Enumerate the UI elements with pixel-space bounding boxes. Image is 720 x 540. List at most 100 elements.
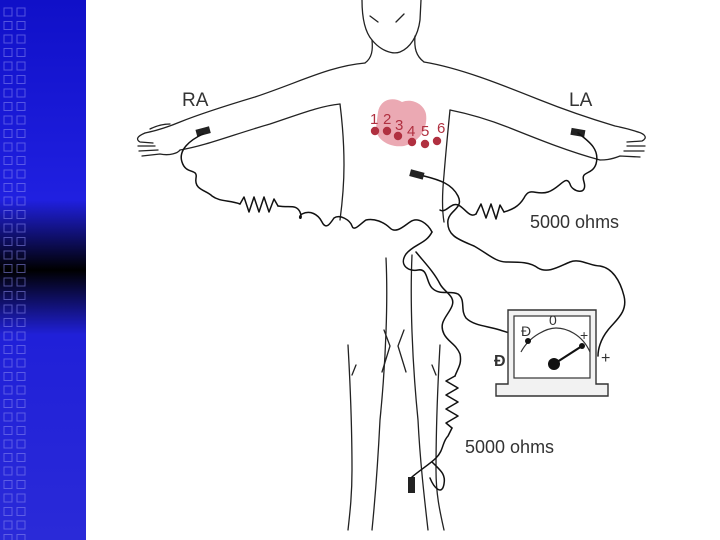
meter-pivot <box>548 358 560 370</box>
sidebar-square <box>3 75 13 84</box>
sidebar-square <box>3 345 13 354</box>
sidebar-square <box>3 169 13 179</box>
sidebar-square <box>16 7 26 17</box>
electrode-chest <box>409 169 425 180</box>
sidebar-square <box>16 480 26 489</box>
sidebar-square <box>16 88 26 98</box>
sidebar-square <box>16 399 26 408</box>
sidebar-square <box>16 331 26 341</box>
sidebar-square <box>16 142 26 152</box>
sidebar-square <box>16 493 26 503</box>
sidebar-square <box>3 318 13 327</box>
electrode-label: 4 <box>407 123 415 140</box>
sidebar-square <box>16 156 26 165</box>
sidebar-square <box>16 372 26 381</box>
sidebar-square <box>3 439 13 449</box>
sidebar-square <box>3 291 13 300</box>
sidebar-square <box>3 183 13 192</box>
sidebar-square <box>16 507 26 516</box>
sidebar-square <box>3 7 13 17</box>
lead-wires <box>180 132 626 491</box>
sidebar-square <box>16 304 26 314</box>
sidebar-square <box>16 358 26 368</box>
sidebar-square <box>3 534 13 540</box>
electrode-right-arm <box>195 126 211 137</box>
sidebar-square <box>3 493 13 503</box>
sidebar-square <box>3 331 13 341</box>
sidebar-square <box>16 169 26 179</box>
sidebar-square <box>16 34 26 44</box>
label-left-arm: LA <box>569 90 593 111</box>
meter-minus-inner: Ð <box>521 323 531 339</box>
label-resistor-upper: 5000 ohms <box>530 212 619 232</box>
sidebar-square <box>3 426 13 435</box>
sidebar-square <box>16 223 26 233</box>
galvanometer: Ð 0 + Ð + <box>494 309 610 397</box>
sidebar-square <box>3 21 13 30</box>
sidebar-square <box>16 129 26 138</box>
sidebar-square <box>3 412 13 422</box>
sidebar-square <box>16 264 26 273</box>
sidebar-square <box>16 61 26 71</box>
meter-terminal-plus <box>579 343 585 349</box>
sidebar-square <box>16 385 26 395</box>
sidebar-square <box>3 129 13 138</box>
sidebar-square <box>16 102 26 111</box>
sidebar-square <box>3 372 13 381</box>
sidebar-square-pattern <box>3 7 26 540</box>
sidebar-square <box>16 277 26 287</box>
meter-terminal-minus <box>525 338 531 344</box>
human-body-outline <box>136 0 646 531</box>
sidebar-square <box>3 115 13 125</box>
meter-minus-outer: Ð <box>494 353 506 370</box>
label-resistor-lower: 5000 ohms <box>465 437 554 457</box>
electrode-dot <box>432 136 442 146</box>
sidebar-square <box>16 183 26 192</box>
sidebar-square <box>3 264 13 273</box>
sidebar-square <box>3 142 13 152</box>
sidebar-square <box>3 88 13 98</box>
sidebar-square <box>3 102 13 111</box>
meter-plus-inner: + <box>580 327 588 343</box>
sidebar-square <box>3 466 13 476</box>
meter-plus-outer: + <box>601 350 610 367</box>
electrode-dot <box>370 126 380 136</box>
sidebar-square <box>3 48 13 57</box>
sidebar-square <box>16 345 26 354</box>
sidebar-square <box>3 210 13 219</box>
precordial-electrodes: 1 2 3 4 5 6 <box>370 111 445 149</box>
sidebar-square <box>16 466 26 476</box>
electrode-dot <box>382 126 392 136</box>
sidebar-square <box>16 115 26 125</box>
electrode-dot <box>420 139 430 149</box>
electrode-label: 3 <box>395 117 403 134</box>
sidebar-square <box>3 480 13 489</box>
sidebar-square <box>3 507 13 516</box>
sidebar-square <box>16 412 26 422</box>
sidebar-square <box>3 196 13 206</box>
sidebar-square <box>16 426 26 435</box>
sidebar-square <box>16 534 26 540</box>
sidebar-square <box>16 237 26 246</box>
sidebar-square <box>3 399 13 408</box>
sidebar-square <box>16 48 26 57</box>
electrode-label: 2 <box>383 111 391 128</box>
sidebar-square <box>3 34 13 44</box>
meter-scale <box>520 327 591 353</box>
sidebar-square <box>16 250 26 260</box>
sidebar-square <box>16 21 26 30</box>
sidebar-square <box>16 210 26 219</box>
electrode-label: 6 <box>437 120 445 137</box>
sidebar-square <box>3 520 13 530</box>
sidebar-square <box>16 520 26 530</box>
sidebar-square <box>3 385 13 395</box>
sidebar-square <box>3 156 13 165</box>
sidebar-square <box>16 439 26 449</box>
sidebar-square <box>3 237 13 246</box>
sidebar-decoration <box>0 0 86 540</box>
meter-zero: 0 <box>549 312 557 328</box>
electrode-dot <box>407 137 417 147</box>
sidebar-square <box>3 223 13 233</box>
sidebar-square <box>16 453 26 462</box>
